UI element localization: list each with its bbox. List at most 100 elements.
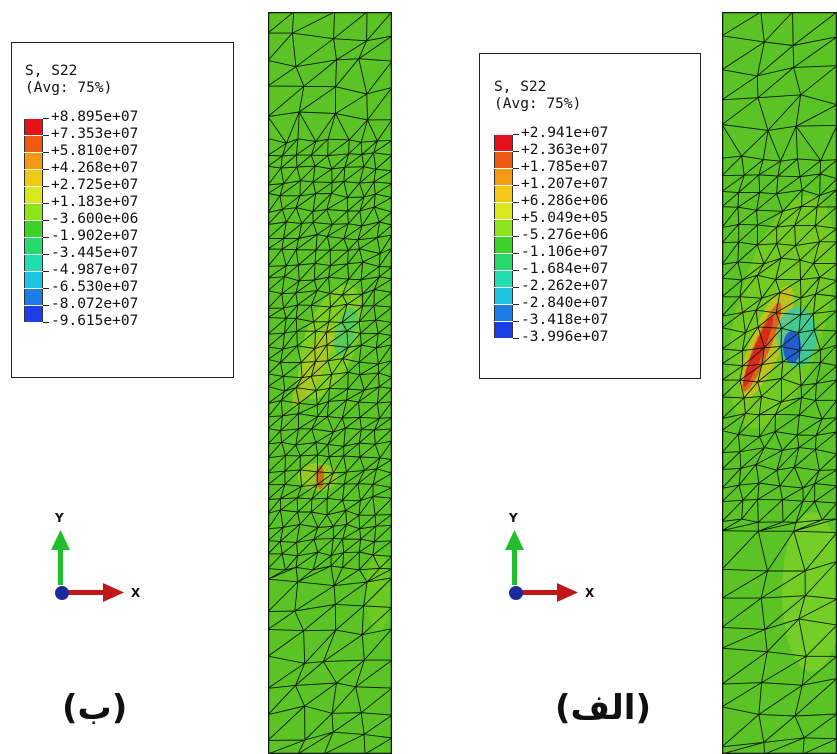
legend-swatch <box>494 220 513 236</box>
legend-tick <box>43 169 49 170</box>
x-axis-label: X <box>131 586 140 600</box>
y-axis-label: Y <box>54 511 64 525</box>
legend-tick <box>43 288 49 289</box>
legend-swatch <box>494 186 513 202</box>
axis-triad-alef: Y X <box>505 511 594 602</box>
legend-swatch <box>494 169 513 185</box>
legend-swatch <box>24 187 43 203</box>
x-axis-arrow <box>520 583 578 602</box>
legend-value: -3.418e+07 <box>521 312 609 328</box>
panel-label-b: (ب) <box>62 688 128 728</box>
z-axis-dot <box>55 586 69 600</box>
legend-swatch <box>24 221 43 237</box>
legend-tick <box>513 236 519 237</box>
legend-title-variable: S, S22 <box>25 63 78 79</box>
mesh-edges <box>722 12 837 754</box>
legend-tick <box>513 202 519 203</box>
legend-tick <box>513 185 519 186</box>
legend-tick <box>43 118 49 119</box>
mesh-edges <box>268 12 392 754</box>
legend-value: -5.276e+06 <box>521 227 609 243</box>
legend-swatch <box>24 306 43 322</box>
legend-value: +7.353e+07 <box>51 126 139 142</box>
legend-value: -3.600e+06 <box>51 211 139 227</box>
legend-swatch <box>24 238 43 254</box>
legend-swatch <box>24 136 43 152</box>
x-axis-label: X <box>585 586 594 600</box>
legend-tick <box>43 220 49 221</box>
legend-value: +8.895e+07 <box>51 109 139 125</box>
legend-tick <box>513 168 519 169</box>
z-axis-dot <box>509 586 523 600</box>
legend-value: -1.684e+07 <box>521 261 609 277</box>
legend-swatch <box>24 119 43 135</box>
legend-tick <box>513 151 519 152</box>
legend-swatch <box>494 135 513 151</box>
legend-tick <box>513 304 519 305</box>
legend-title-averaging: (Avg: 75%) <box>494 96 582 112</box>
stress-contour <box>743 316 773 388</box>
legend-value: -4.987e+07 <box>51 262 139 278</box>
legend-tick <box>513 321 519 322</box>
legend-tick <box>43 203 49 204</box>
stress-contour <box>291 325 335 409</box>
legend-swatch <box>24 204 43 220</box>
legend-swatch <box>24 272 43 288</box>
legend-tick <box>513 253 519 254</box>
legend-swatch <box>494 271 513 287</box>
legend-value: +1.183e+07 <box>51 194 139 210</box>
mesh-elements <box>722 12 837 754</box>
legend-tick <box>43 305 49 306</box>
legend-swatch <box>24 153 43 169</box>
legend-value: +2.725e+07 <box>51 177 139 193</box>
y-axis-label: Y <box>508 511 518 525</box>
legend-value: -1.902e+07 <box>51 228 139 244</box>
legend-tick <box>43 271 49 272</box>
legend-value: +2.941e+07 <box>521 125 609 141</box>
legend-title-variable: S, S22 <box>494 79 547 95</box>
legend-swatch <box>494 152 513 168</box>
legend-tick <box>43 322 49 323</box>
legend-tick <box>43 135 49 136</box>
y-axis-arrow <box>51 530 70 585</box>
legend-value: -6.530e+07 <box>51 279 139 295</box>
legend-tick <box>513 287 519 288</box>
legend-box-alef: S, S22 (Avg: 75%) +2.941e+07+2.363e+07+1… <box>479 53 701 379</box>
x-axis-arrow <box>66 583 124 602</box>
legend-value: +5.810e+07 <box>51 143 139 159</box>
legend-swatch <box>494 288 513 304</box>
legend-swatch <box>24 170 43 186</box>
legend-tick <box>43 152 49 153</box>
legend-tick <box>513 338 519 339</box>
legend-swatch <box>24 289 43 305</box>
stress-contour <box>782 512 837 672</box>
legend-value: -3.996e+07 <box>521 329 609 345</box>
legend-value: +1.785e+07 <box>521 159 609 175</box>
legend-tick <box>513 270 519 271</box>
legend-tick <box>43 237 49 238</box>
legend-value: -9.615e+07 <box>51 313 139 329</box>
mesh-elements <box>268 12 392 754</box>
legend-value: +4.268e+07 <box>51 160 139 176</box>
legend-value: -2.840e+07 <box>521 295 609 311</box>
legend-swatch <box>494 322 513 338</box>
legend-tick <box>43 186 49 187</box>
legend-tick <box>513 134 519 135</box>
legend-title-averaging: (Avg: 75%) <box>25 80 113 96</box>
legend-value: +5.049e+05 <box>521 210 609 226</box>
y-axis-arrow <box>505 530 524 585</box>
legend-tick <box>513 219 519 220</box>
legend-value: -3.445e+07 <box>51 245 139 261</box>
panel-label-alef: (الف) <box>555 688 651 728</box>
legend-value: +2.363e+07 <box>521 142 609 158</box>
legend-swatch <box>494 254 513 270</box>
legend-swatch <box>24 255 43 271</box>
legend-box-b: S, S22 (Avg: 75%) +8.895e+07+7.353e+07+5… <box>11 42 234 378</box>
mesh-plot-alef <box>722 12 837 754</box>
legend-value: -1.106e+07 <box>521 244 609 260</box>
axis-triad-b: Y X <box>51 511 140 602</box>
legend-swatch <box>494 305 513 321</box>
mesh-plot-b <box>268 12 392 754</box>
stress-contour <box>783 331 801 363</box>
legend-value: +1.207e+07 <box>521 176 609 192</box>
